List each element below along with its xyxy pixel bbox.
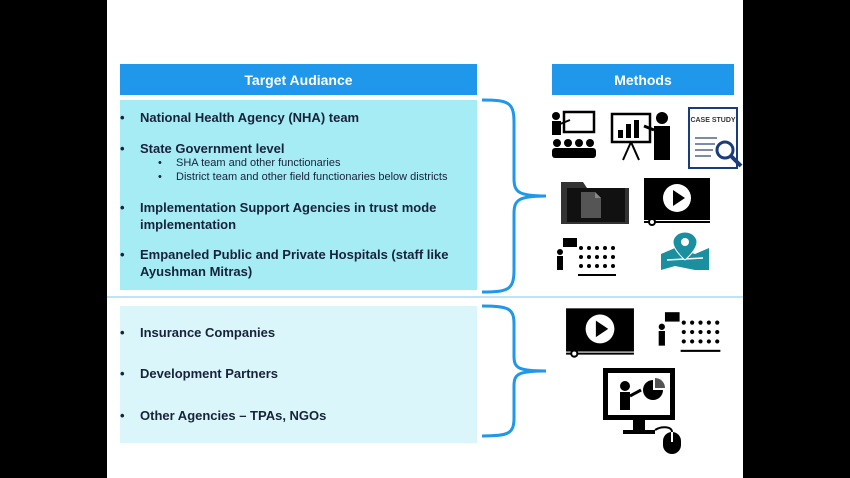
audience-speaker-icon <box>658 312 721 352</box>
list-item: • National Health Agency (NHA) team <box>120 110 360 125</box>
svg-text:CASE STUDY: CASE STUDY <box>690 117 735 124</box>
video-icon <box>566 308 634 358</box>
audience-panel-internal: • National Health Agency (NHA) team • St… <box>120 100 477 290</box>
list-item: • Implementation Support Agencies in tru… <box>120 200 437 232</box>
folder-icon <box>561 182 629 224</box>
target-audience-header: Target Audiance <box>120 64 477 95</box>
computer-presentation-icon <box>603 368 681 454</box>
list-item: • Empaneled Public and Private Hospitals… <box>120 247 449 279</box>
sub-list-item: • District team and other field function… <box>158 171 448 183</box>
list-item: • Other Agencies – TPAs, NGOs <box>120 408 327 423</box>
video-icon <box>644 178 710 226</box>
map-location-icon <box>661 231 709 270</box>
classroom-training-icon <box>552 110 596 158</box>
slide: Target Audiance Methods • National Healt… <box>107 0 743 478</box>
audience-panel-external: • Insurance Companies • Development Part… <box>120 306 477 443</box>
list-item: • Development Partners <box>120 366 278 381</box>
list-item: • State Government level <box>120 141 285 156</box>
presentation-icon <box>610 112 670 161</box>
sub-list-item: • SHA team and other functionaries <box>158 157 341 169</box>
audience-speaker-icon <box>557 238 616 276</box>
list-item: • Insurance Companies <box>120 325 276 340</box>
section-divider <box>107 296 743 298</box>
curly-brace-icon <box>481 98 547 294</box>
curly-brace-icon <box>481 304 547 438</box>
methods-header: Methods <box>552 64 734 95</box>
case-study-icon: CASE STUDY <box>688 107 743 169</box>
